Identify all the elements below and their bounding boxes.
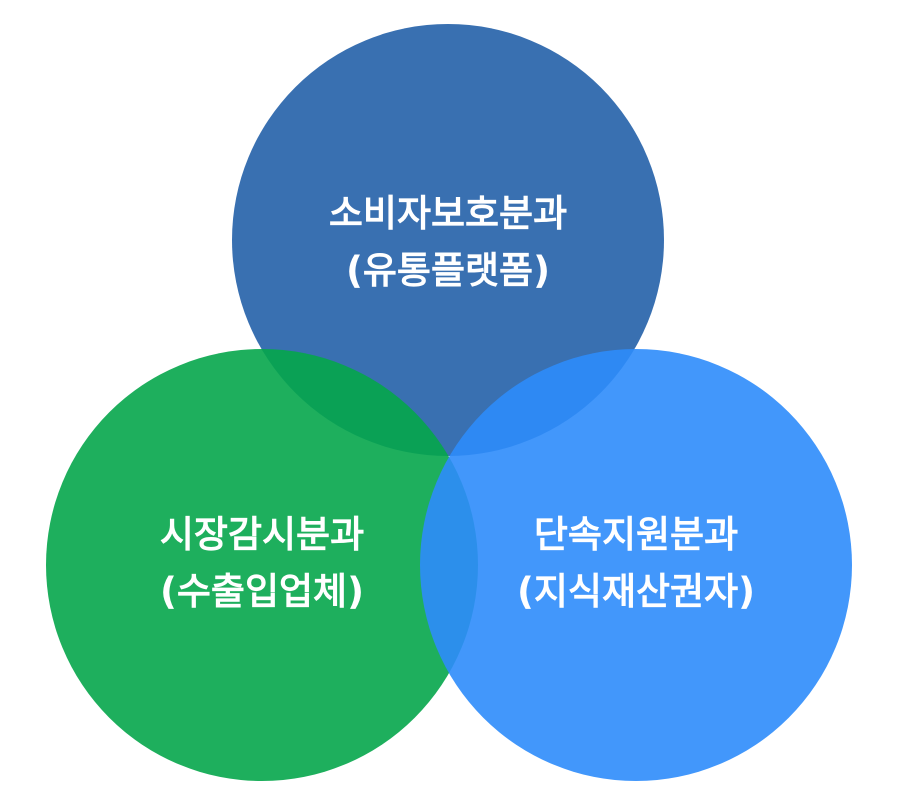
circle-consumer-protection (232, 24, 664, 456)
enforcement-support-subtitle: (지식재산권자) (517, 570, 755, 613)
circle-market-surveillance (46, 349, 478, 781)
labels-layer: 소비자보호분과 (유통플랫폼) 시장감시분과 (수출입업체) 단속지원분과 (지… (160, 192, 755, 613)
consumer-protection-title: 소비자보호분과 (329, 192, 567, 235)
market-surveillance-title: 시장감시분과 (160, 513, 364, 556)
circles-layer (46, 24, 852, 781)
market-surveillance-subtitle: (수출입업체) (160, 570, 364, 613)
consumer-protection-subtitle: (유통플랫폼) (346, 249, 550, 292)
enforcement-support-title: 단속지원분과 (534, 513, 738, 556)
circle-enforcement-support (420, 349, 852, 781)
